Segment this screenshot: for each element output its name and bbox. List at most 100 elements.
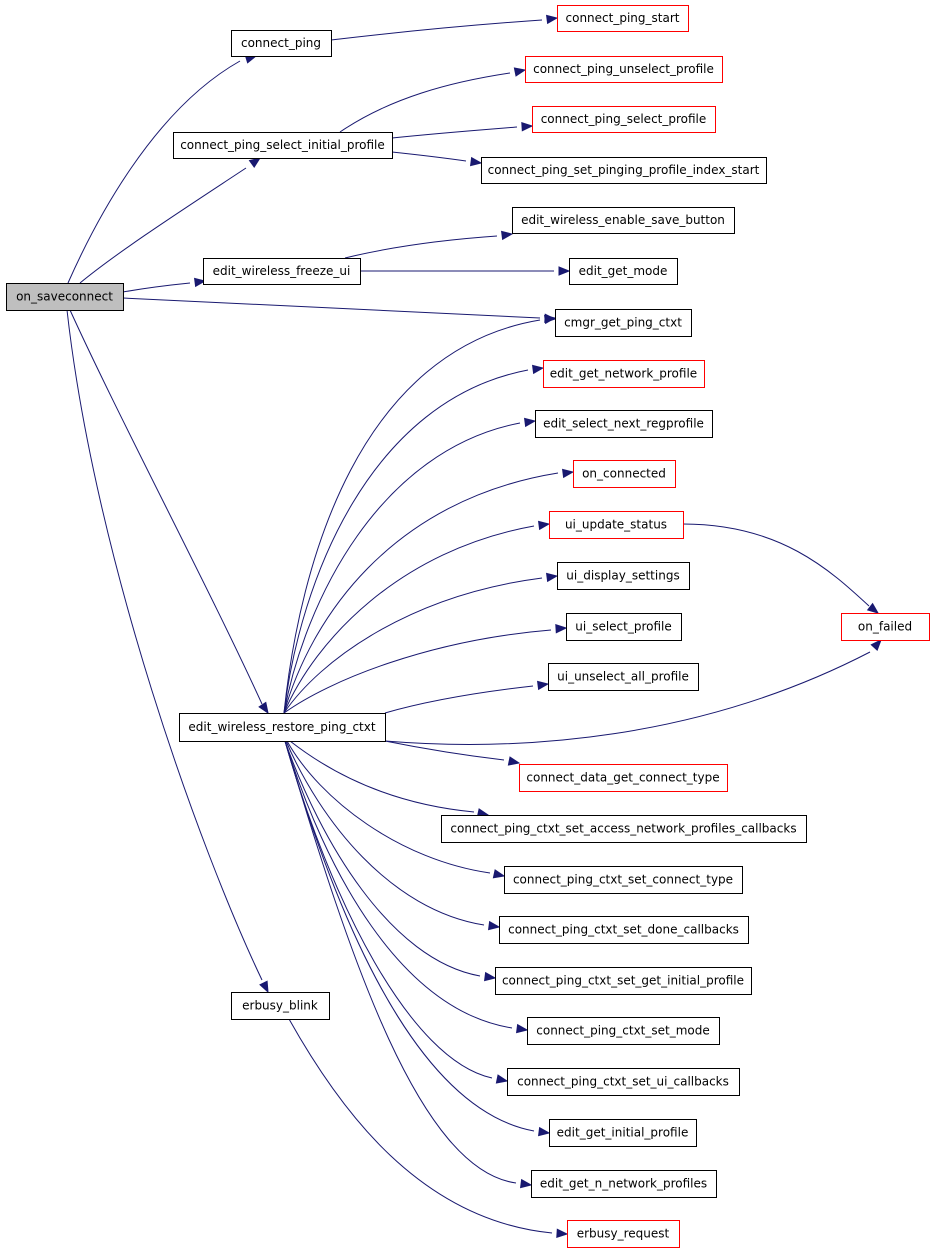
node-label: connect_ping_set_pinging_profile_index_s… <box>488 163 760 177</box>
node-label: connect_data_get_connect_type <box>526 771 719 785</box>
node-label: ui_display_settings <box>566 569 679 583</box>
node-box <box>231 992 330 1020</box>
node-box <box>525 56 723 83</box>
node-label: edit_wireless_freeze_ui <box>213 264 351 278</box>
arrowhead-icon <box>492 869 506 879</box>
node-cmgr_get_ping_ctxt[interactable]: cmgr_get_ping_ctxt <box>555 309 692 337</box>
node-connect_ping_ctxt_set_access_network_profiles_callbacks[interactable]: connect_ping_ctxt_set_access_network_pro… <box>441 815 807 843</box>
node-box <box>203 258 361 285</box>
edge-on_saveconnect-to-cmgr_get_ping_ctxt <box>122 297 557 324</box>
node-label: edit_select_next_regprofile <box>543 417 704 431</box>
node-connect_ping[interactable]: connect_ping <box>231 30 332 57</box>
node-edit_wireless_restore_ping_ctxt[interactable]: edit_wireless_restore_ping_ctxt <box>179 713 386 742</box>
node-box <box>567 1220 680 1248</box>
node-label: erbusy_request <box>577 1227 670 1241</box>
node-ui_unselect_all_profile[interactable]: ui_unselect_all_profile <box>548 663 699 691</box>
edge-line <box>288 1018 553 1234</box>
edge-erbusy_blink-to-erbusy_request <box>288 1018 569 1239</box>
node-box <box>532 106 716 133</box>
edge-edit_wireless_restore_ping_ctxt-to-edit_get_n_network_profiles <box>284 740 533 1189</box>
node-connect_ping_ctxt_set_get_initial_profile[interactable]: connect_ping_ctxt_set_get_initial_profil… <box>495 967 752 995</box>
node-edit_get_network_profile[interactable]: edit_get_network_profile <box>543 360 705 388</box>
edge-on_saveconnect-to-connect_ping <box>67 54 258 284</box>
arrowhead-icon <box>532 364 545 375</box>
node-connect_ping_ctxt_set_ui_callbacks[interactable]: connect_ping_ctxt_set_ui_callbacks <box>507 1068 740 1096</box>
edge-on_saveconnect-to-edit_wireless_freeze_ui <box>122 277 207 293</box>
node-box <box>495 967 752 995</box>
edge-on_saveconnect-to-edit_wireless_restore_ping_ctxt <box>69 309 269 715</box>
arrowhead-icon <box>866 602 880 614</box>
edge-line <box>67 60 241 284</box>
node-label: cmgr_get_ping_ctxt <box>564 316 682 330</box>
node-edit_wireless_freeze_ui[interactable]: edit_wireless_freeze_ui <box>203 258 361 285</box>
edge-connect_ping-to-connect_ping_start <box>330 14 559 41</box>
arrowhead-icon <box>501 230 514 241</box>
node-ui_select_profile[interactable]: ui_select_profile <box>566 613 682 641</box>
edge-connect_ping_select_initial_profile-to-connect_ping_set_pinging_profile_index_start <box>391 151 483 167</box>
edge-edit_wireless_restore_ping_ctxt-to-connect_ping_ctxt_set_done_callbacks <box>285 740 501 931</box>
node-edit_get_mode[interactable]: edit_get_mode <box>569 258 678 285</box>
node-ui_display_settings[interactable]: ui_display_settings <box>557 562 690 590</box>
arrowhead-icon <box>544 314 557 325</box>
node-box <box>527 1017 720 1045</box>
node-label: connect_ping_unselect_profile <box>533 62 714 76</box>
edge-edit_wireless_restore_ping_ctxt-to-on_connected <box>283 468 575 714</box>
node-edit_get_initial_profile[interactable]: edit_get_initial_profile <box>549 1119 697 1147</box>
node-label: connect_ping_select_initial_profile <box>180 138 385 152</box>
arrowhead-icon <box>870 639 882 651</box>
node-edit_select_next_regprofile[interactable]: edit_select_next_regprofile <box>535 410 713 438</box>
arrowhead-icon <box>524 417 537 428</box>
node-connect_ping_ctxt_set_connect_type[interactable]: connect_ping_ctxt_set_connect_type <box>504 866 743 894</box>
node-label: ui_select_profile <box>575 620 672 634</box>
nodes-layer: on_saveconnect connect_ping connect_ping_s… <box>6 5 930 1248</box>
arrowhead-icon <box>259 980 269 994</box>
node-edit_get_n_network_profiles[interactable]: edit_get_n_network_profiles <box>531 1170 717 1198</box>
node-label: connect_ping_ctxt_set_ui_callbacks <box>517 1075 729 1089</box>
node-label: connect_ping_ctxt_set_get_initial_profil… <box>502 974 744 988</box>
arrowhead-icon <box>513 67 527 77</box>
arrowhead-icon <box>516 1023 529 1034</box>
node-label: connect_ping_ctxt_set_done_callbacks <box>508 923 739 937</box>
node-connect_ping_unselect_profile[interactable]: connect_ping_unselect_profile <box>525 56 723 83</box>
arrowhead-icon <box>470 156 483 167</box>
node-label: edit_get_mode <box>579 264 668 278</box>
node-connect_ping_select_initial_profile[interactable]: connect_ping_select_initial_profile <box>173 132 393 159</box>
node-connect_ping_select_profile[interactable]: connect_ping_select_profile <box>532 106 716 133</box>
node-on_connected[interactable]: on_connected <box>573 460 676 488</box>
edge-edit_wireless_restore_ping_ctxt-to-edit_select_next_regprofile <box>283 417 537 714</box>
edge-line <box>344 235 498 259</box>
node-box <box>481 157 767 184</box>
node-label: on_connected <box>582 467 666 481</box>
node-label: connect_ping_ctxt_set_mode <box>536 1024 710 1038</box>
edge-line <box>286 740 491 874</box>
node-connect_ping_ctxt_set_mode[interactable]: connect_ping_ctxt_set_mode <box>527 1017 720 1045</box>
node-ui_update_status[interactable]: ui_update_status <box>549 511 684 539</box>
edges-layer <box>66 14 882 1239</box>
node-box <box>499 916 749 944</box>
arrowhead-icon <box>194 277 207 288</box>
node-connect_data_get_connect_type[interactable]: connect_data_get_connect_type <box>519 764 728 792</box>
node-on_saveconnect[interactable]: on_saveconnect <box>6 283 124 311</box>
node-edit_wireless_enable_save_button[interactable]: edit_wireless_enable_save_button <box>512 207 735 234</box>
node-on_failed[interactable]: on_failed <box>841 613 930 641</box>
node-box <box>173 132 393 159</box>
edge-line <box>283 319 541 714</box>
node-connect_ping_ctxt_set_done_callbacks[interactable]: connect_ping_ctxt_set_done_callbacks <box>499 916 749 944</box>
edge-connect_ping_select_initial_profile-to-connect_ping_unselect_profile <box>339 67 527 133</box>
edge-line <box>339 72 511 133</box>
node-connect_ping_start[interactable]: connect_ping_start <box>557 5 689 32</box>
node-box <box>841 613 930 641</box>
node-label: connect_ping_ctxt_set_connect_type <box>513 873 733 887</box>
node-label: connect_ping_select_profile <box>541 112 707 126</box>
node-label: edit_wireless_enable_save_button <box>521 213 725 227</box>
edge-edit_wireless_restore_ping_ctxt-to-ui_unselect_all_profile <box>384 680 550 714</box>
node-box <box>507 1068 740 1096</box>
edge-edit_wireless_restore_ping_ctxt-to-connect_ping_ctxt_set_get_initial_profile <box>284 740 497 982</box>
edge-ui_update_status-to-on_failed <box>682 523 880 614</box>
node-erbusy_blink[interactable]: erbusy_blink <box>231 992 330 1020</box>
node-connect_ping_set_pinging_profile_index_start[interactable]: connect_ping_set_pinging_profile_index_s… <box>481 157 767 184</box>
node-label: edit_wireless_restore_ping_ctxt <box>188 720 375 734</box>
node-erbusy_request[interactable]: erbusy_request <box>567 1220 680 1248</box>
edge-line <box>284 740 493 1079</box>
node-box <box>543 360 705 388</box>
